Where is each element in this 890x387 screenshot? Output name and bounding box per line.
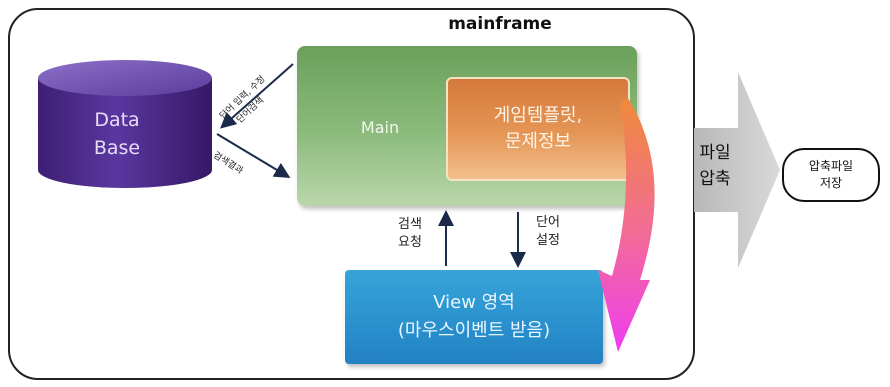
compress-label: 파일 압축 <box>693 140 737 192</box>
word-setting-line1: 단어 <box>536 215 560 230</box>
view-arrows <box>438 210 526 268</box>
template-line2: 문제정보 <box>504 131 572 152</box>
database-cylinder <box>38 60 212 188</box>
save-line1: 압축파일 <box>808 159 854 173</box>
word-setting-label: 단어 설정 <box>526 214 570 250</box>
compress-line2: 압축 <box>699 169 731 189</box>
search-request-line1: 검색 <box>398 217 422 232</box>
view-line2: (마우스이벤트 받음) <box>397 320 551 341</box>
db-arrows <box>216 63 294 179</box>
main-label: Main <box>360 118 400 137</box>
template-box: 게임템플릿, 문제정보 <box>446 77 630 181</box>
compress-arrow <box>694 72 780 268</box>
word-setting-line2: 설정 <box>536 233 560 248</box>
database-label-line1: Data <box>94 109 140 131</box>
search-request-label: 검색 요청 <box>388 216 432 252</box>
result-arrow <box>216 133 291 179</box>
curved-flow-arrow <box>598 98 655 352</box>
database-label-line2: Base <box>93 137 141 159</box>
database-label: Data Base <box>62 106 172 162</box>
query-arrow <box>220 63 294 129</box>
view-line1: View 영역 <box>433 292 515 313</box>
view-box: View 영역 (마우스이벤트 받음) <box>345 270 603 364</box>
mainframe-title: mainframe <box>448 14 552 34</box>
save-box: 압축파일 저장 <box>782 148 880 202</box>
search-request-line2: 요청 <box>398 235 422 250</box>
save-line2: 저장 <box>819 176 843 190</box>
compress-line1: 파일 <box>699 143 731 163</box>
template-line1: 게임템플릿, <box>493 105 583 126</box>
